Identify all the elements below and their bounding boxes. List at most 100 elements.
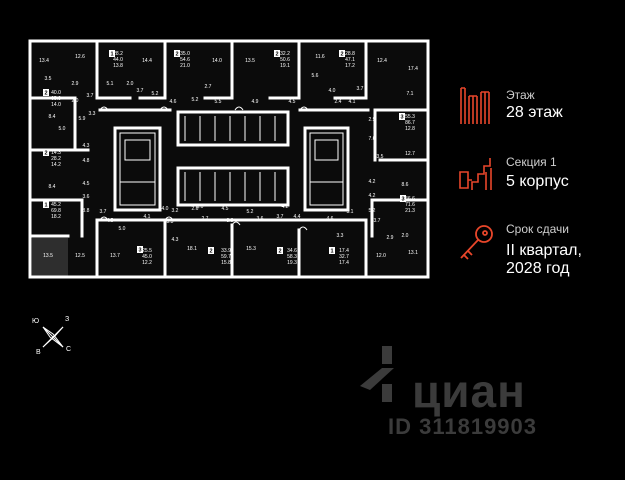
room-count-badge: 2 <box>277 247 283 255</box>
room-area-label: 3.6 <box>83 194 90 200</box>
room-area-label: 2.0 <box>402 233 409 239</box>
room-area-label: 13.4 <box>39 58 49 64</box>
room-area-label: 4.6 <box>327 216 334 222</box>
room-area-label: 4.3 <box>172 237 179 243</box>
delivery-label: Срок сдачи <box>506 222 569 236</box>
room-area-label: 14.0 <box>212 58 222 64</box>
room-count-badge: 1 <box>109 50 115 58</box>
room-area-label: 34.6 <box>287 248 297 254</box>
room-area-label: 5.5 <box>215 99 222 105</box>
room-area-label: 4.3 <box>83 143 90 149</box>
room-area-label: 58.3 <box>287 254 297 260</box>
room-area-label: 2.9 <box>387 235 394 241</box>
room-area-label: 54.6 <box>180 57 190 63</box>
room-area-label: 12.0 <box>376 253 386 259</box>
section-label: Секция 1 <box>506 155 557 169</box>
room-area-label: 4.2 <box>369 193 376 199</box>
door-arc <box>234 106 244 111</box>
room-area-label: 46.6 <box>405 196 415 202</box>
room-area-label: 55.3 <box>405 114 415 120</box>
plan-doors <box>99 106 309 231</box>
room-area-label: 7.6 <box>369 136 376 142</box>
room-area-label: 14.2 <box>51 162 61 168</box>
room-area-label: 32.7 <box>339 254 349 260</box>
room-count-badge: 1 <box>43 201 49 209</box>
room-area-label: 13.5 <box>43 253 53 259</box>
room-area-label: 4.4 <box>294 214 301 220</box>
room-area-label: 3.7 <box>137 88 144 94</box>
room-area-label: 12.2 <box>142 260 152 266</box>
room-area-label: 4.1 <box>144 214 151 220</box>
svg-text:2: 2 <box>209 249 212 255</box>
room-area-label: 35.0 <box>180 51 190 57</box>
watermark-id: ID 311819903 <box>388 414 538 439</box>
room-area-label: 2.0 <box>72 98 79 104</box>
door-arc <box>159 106 169 111</box>
room-area-label: 4.5 <box>83 181 90 187</box>
room-area-label: 19.1 <box>280 63 290 69</box>
compass: Ю З В С <box>28 312 78 362</box>
room-area-label: 15.8 <box>221 260 231 266</box>
room-area-label: 5.2 <box>192 97 199 103</box>
svg-text:2: 2 <box>278 249 281 255</box>
room-area-label: 4.2 <box>369 179 376 185</box>
room-area-label: 13.8 <box>113 63 123 69</box>
room-area-label: 21.3 <box>405 208 415 214</box>
room-area-label: 2.6 <box>192 206 199 212</box>
section-value: 5 корпус <box>506 173 569 190</box>
room-count-badge: 2 <box>174 50 180 58</box>
room-area-label: 3.7 <box>357 86 364 92</box>
room-area-label: 40.0 <box>51 90 61 96</box>
room-area-label: 2.4 <box>335 99 342 105</box>
room-area-label: 8.4 <box>49 184 56 190</box>
room-area-label: 45.2 <box>51 202 61 208</box>
room-area-label: 21.0 <box>180 63 190 69</box>
watermark-brand: циан <box>412 365 526 417</box>
room-count-badge: 3 <box>137 246 143 254</box>
building-bars-icon <box>460 87 490 124</box>
door-arc <box>299 106 309 111</box>
room-area-label: 28.2 <box>113 51 123 57</box>
room-area-label: 4.5 <box>222 206 229 212</box>
room-area-label: 4.0 <box>162 206 169 212</box>
room-area-label: 5.2 <box>369 208 376 214</box>
floor-label: Этаж <box>506 88 535 102</box>
svg-text:2: 2 <box>44 151 47 157</box>
room-area-label: 18.1 <box>187 246 197 252</box>
room-count-badge: 3 <box>399 113 405 121</box>
room-area-label: 14.3 <box>51 150 61 156</box>
room-area-label: 19.3 <box>287 260 297 266</box>
room-area-label: 12.7 <box>405 151 415 157</box>
room-area-label: 25.5 <box>142 248 152 254</box>
door-arc <box>231 221 241 226</box>
delivery-value-line2: 2028 год <box>506 260 570 277</box>
cian-logo-icon <box>360 346 394 402</box>
room-area-label: 17.4 <box>339 260 349 266</box>
room-area-label: 5.1 <box>107 81 114 87</box>
room-area-label: 17.4 <box>339 248 349 254</box>
room-area-label: 13.1 <box>408 250 418 256</box>
room-area-label: 5.0 <box>59 126 66 132</box>
room-area-label: 17.4 <box>408 66 418 72</box>
room-area-label: 3.7 <box>277 214 284 220</box>
room-area-label: 12.6 <box>75 54 85 60</box>
room-area-label: 2.9 <box>369 117 376 123</box>
room-area-label: 17.2 <box>345 63 355 69</box>
room-area-label: 4.6 <box>170 99 177 105</box>
room-area-label: 13.7 <box>110 253 120 259</box>
svg-text:2: 2 <box>340 52 343 58</box>
room-area-label: 7.1 <box>407 91 414 97</box>
room-count-badge: 3 <box>400 195 406 203</box>
delivery-value-line1: II квартал, <box>506 242 582 259</box>
floor-plan: 12222321332221 13.412.628.244.013.814.43… <box>28 39 430 279</box>
room-area-label: 3.0 <box>197 204 204 210</box>
svg-text:3: 3 <box>138 248 141 254</box>
svg-text:1: 1 <box>110 52 113 58</box>
plan-badges: 12222321332221 <box>43 50 406 255</box>
room-area-label: 4.9 <box>252 99 259 105</box>
room-area-label: 32.2 <box>280 51 290 57</box>
door-arc <box>99 106 109 111</box>
room-area-label: 4.8 <box>83 158 90 164</box>
room-area-label: 44.0 <box>113 57 123 63</box>
compass-west: В <box>36 349 41 356</box>
